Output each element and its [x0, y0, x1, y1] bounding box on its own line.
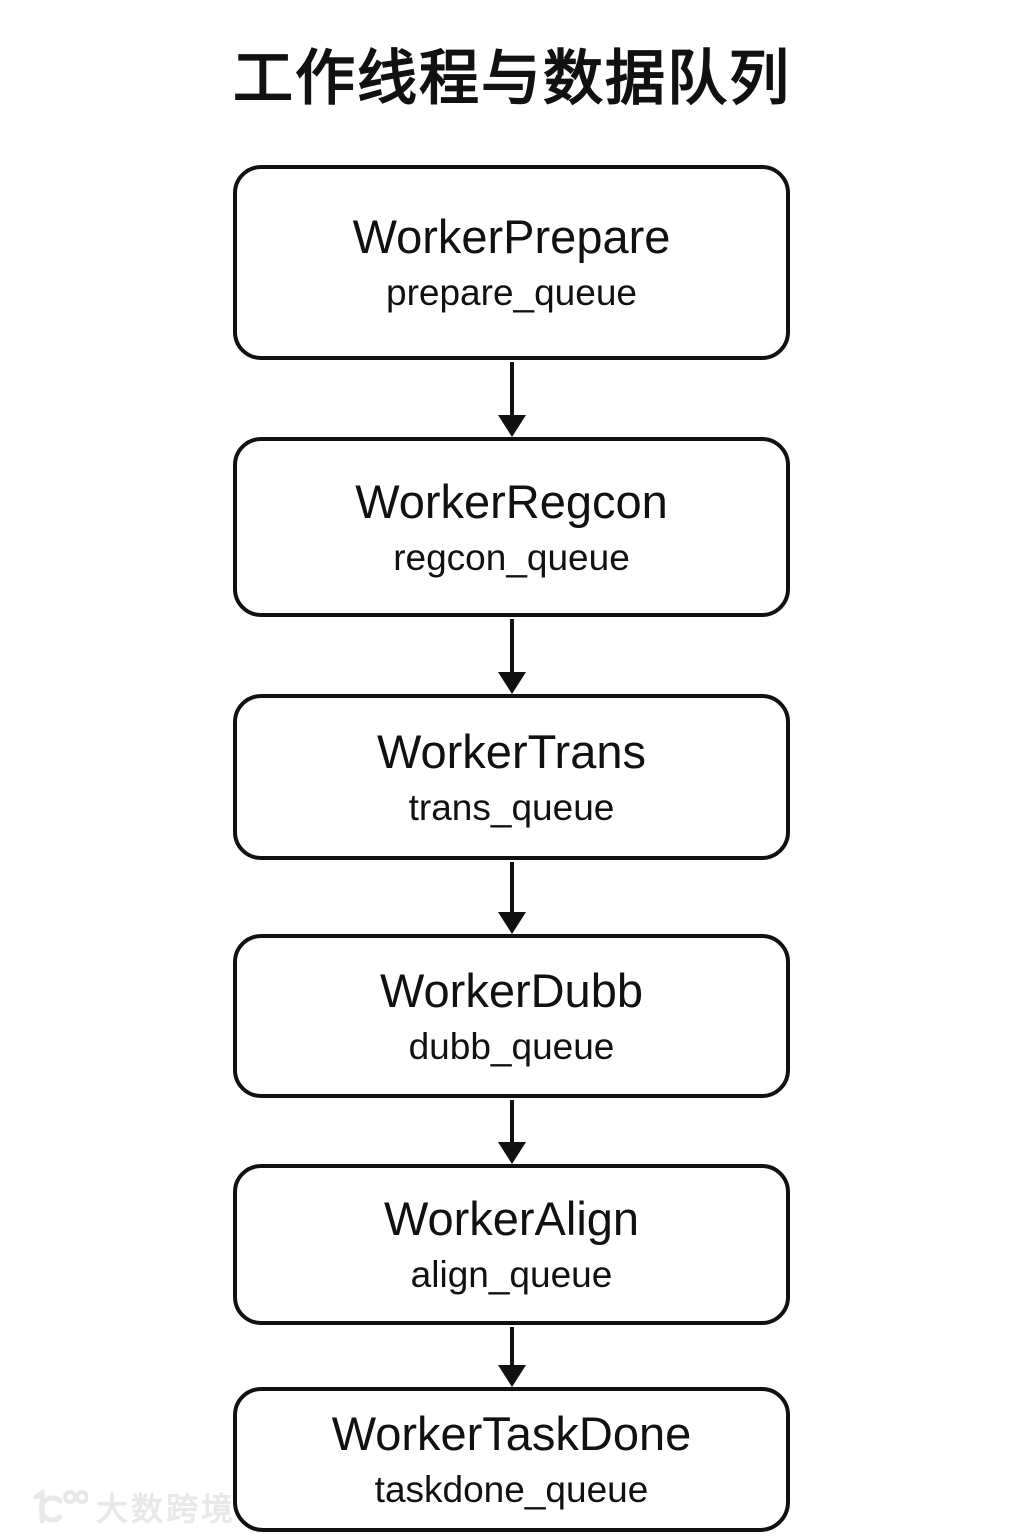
arrow-head — [498, 1142, 526, 1164]
node-title: WorkerDubb — [380, 963, 643, 1017]
arrow-down-icon — [498, 362, 526, 437]
node-queue-label: prepare_queue — [386, 272, 637, 314]
node-queue-label: dubb_queue — [408, 1025, 615, 1067]
flow-node-worker-taskdone: WorkerTaskDone taskdone_queue — [233, 1387, 790, 1532]
node-title: WorkerTrans — [377, 724, 646, 778]
node-title: WorkerAlign — [383, 1192, 640, 1246]
flow-node-worker-regcon: WorkerRegcon regcon_queue — [233, 437, 790, 617]
arrow-head — [498, 1365, 526, 1387]
watermark-text: 大数跨境 — [96, 1491, 237, 1527]
node-queue-label: regcon_queue — [393, 536, 630, 578]
flow-node-worker-trans: WorkerTrans trans_queue — [233, 694, 790, 860]
node-title: WorkerTaskDone — [331, 1407, 692, 1461]
arrow-shaft — [510, 362, 514, 417]
flow-node-worker-prepare: WorkerPrepare prepare_queue — [233, 165, 790, 360]
flow-node-worker-dubb: WorkerDubb dubb_queue — [233, 934, 790, 1098]
diagram-title: 工作线程与数据队列 — [233, 45, 791, 112]
arrow-shaft — [510, 619, 514, 674]
arrow-down-icon — [498, 619, 526, 694]
watermark: 大数跨境 — [26, 1484, 236, 1530]
arrow-down-icon — [498, 1100, 526, 1164]
node-queue-label: trans_queue — [408, 786, 615, 828]
node-queue-label: align_queue — [410, 1254, 613, 1296]
arrow-shaft — [510, 1100, 514, 1144]
flow-node-worker-align: WorkerAlign align_queue — [233, 1164, 790, 1325]
arrow-shaft — [510, 862, 514, 914]
arrow-down-icon — [498, 862, 526, 934]
arrow-head — [498, 912, 526, 934]
node-queue-label: taskdone_queue — [374, 1469, 649, 1511]
arrow-down-icon — [498, 1327, 526, 1387]
node-title: WorkerPrepare — [352, 210, 671, 264]
arrow-head — [498, 415, 526, 437]
arrow-shaft — [510, 1327, 514, 1367]
arrow-head — [498, 672, 526, 694]
node-title: WorkerRegcon — [355, 474, 668, 528]
watermark-logo-icon — [26, 1487, 88, 1527]
